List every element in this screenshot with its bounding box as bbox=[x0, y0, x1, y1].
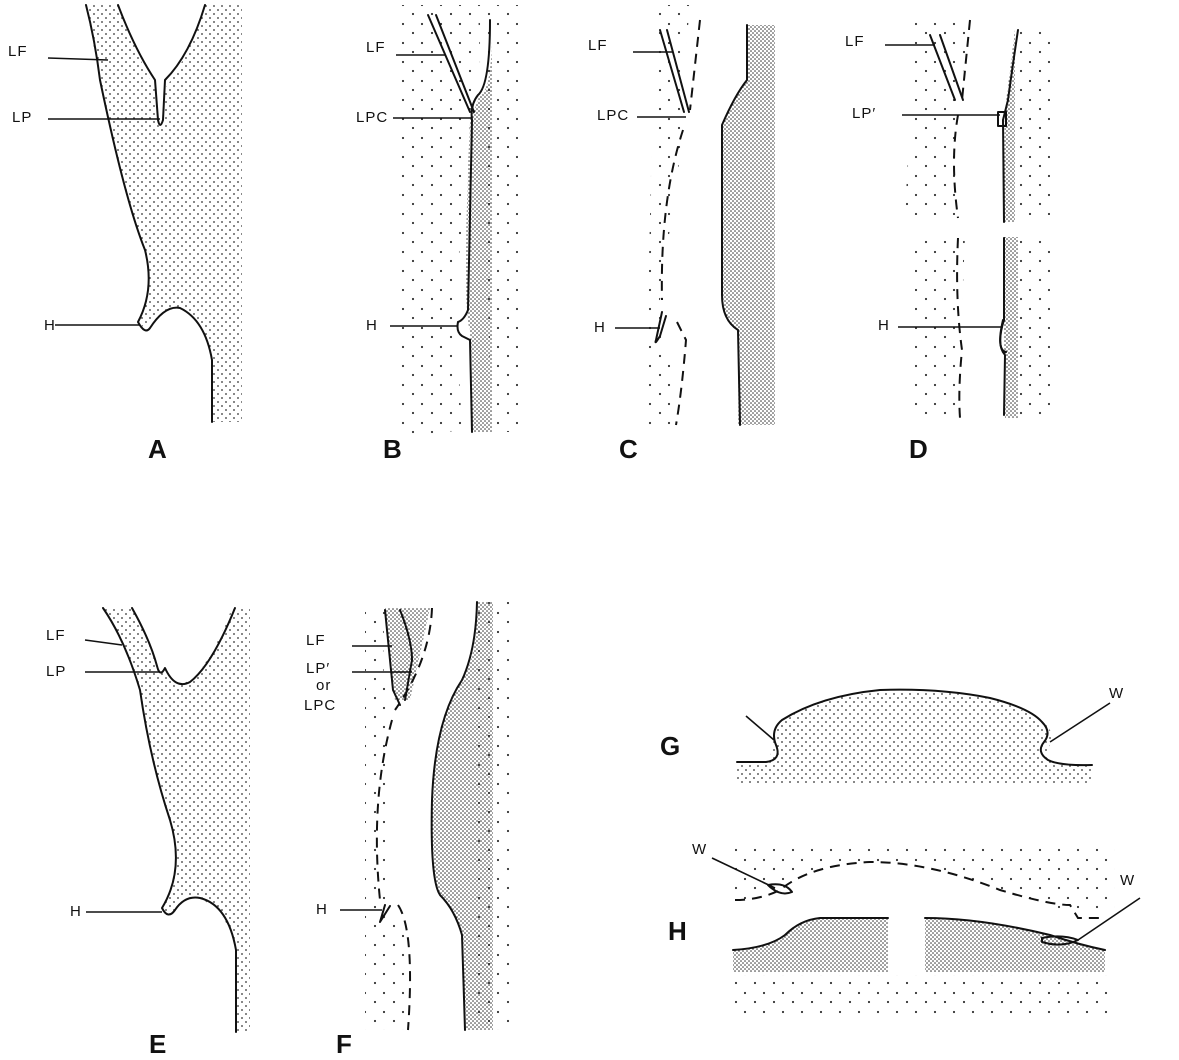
label-lpc-b: LPC bbox=[356, 109, 388, 126]
panel-f: LF LP′ or LPC H F bbox=[304, 602, 510, 1059]
label-w-g: W bbox=[1109, 685, 1124, 702]
caption-g: G bbox=[660, 731, 680, 761]
caption-d: D bbox=[909, 434, 928, 464]
panel-a: LF LP H A bbox=[8, 5, 242, 464]
label-w1-h: W bbox=[692, 841, 707, 858]
panel-e: LF LP H E bbox=[46, 608, 250, 1059]
label-lf-a: LF bbox=[8, 43, 28, 60]
label-lpc-c: LPC bbox=[597, 107, 629, 124]
caption-c: C bbox=[619, 434, 638, 464]
label-lp-e: LP bbox=[46, 663, 66, 680]
caption-f: F bbox=[336, 1029, 352, 1059]
label-h-a: H bbox=[44, 317, 56, 334]
label-lpp-d: LP′ bbox=[852, 105, 876, 122]
label-lf-c: LF bbox=[588, 37, 608, 54]
label-lf-f: LF bbox=[306, 632, 326, 649]
label-lp-a: LP bbox=[12, 109, 32, 126]
panel-h: W W H bbox=[668, 841, 1140, 1015]
panel-b: LF LPC H B bbox=[356, 5, 518, 464]
label-or-f: or bbox=[316, 677, 331, 694]
caption-h: H bbox=[668, 916, 687, 946]
label-lf-d: LF bbox=[845, 33, 865, 50]
label-h-d: H bbox=[878, 317, 890, 334]
label-w2-h: W bbox=[1120, 872, 1135, 889]
label-lpc-f: LPC bbox=[304, 697, 336, 714]
caption-a: A bbox=[148, 434, 167, 464]
label-h-b: H bbox=[366, 317, 378, 334]
label-h-e: H bbox=[70, 903, 82, 920]
panel-d: LF LP′ H D bbox=[845, 20, 1050, 464]
label-lf-b: LF bbox=[366, 39, 386, 56]
label-lpp-f: LP′ bbox=[306, 660, 330, 677]
label-lf-e: LF bbox=[46, 627, 66, 644]
panel-c: LF LPC H C bbox=[588, 5, 775, 464]
caption-b: B bbox=[383, 434, 402, 464]
panel-g: W G bbox=[660, 685, 1124, 785]
label-h-f: H bbox=[316, 901, 328, 918]
caption-e: E bbox=[149, 1029, 166, 1059]
label-h-c: H bbox=[594, 319, 606, 336]
